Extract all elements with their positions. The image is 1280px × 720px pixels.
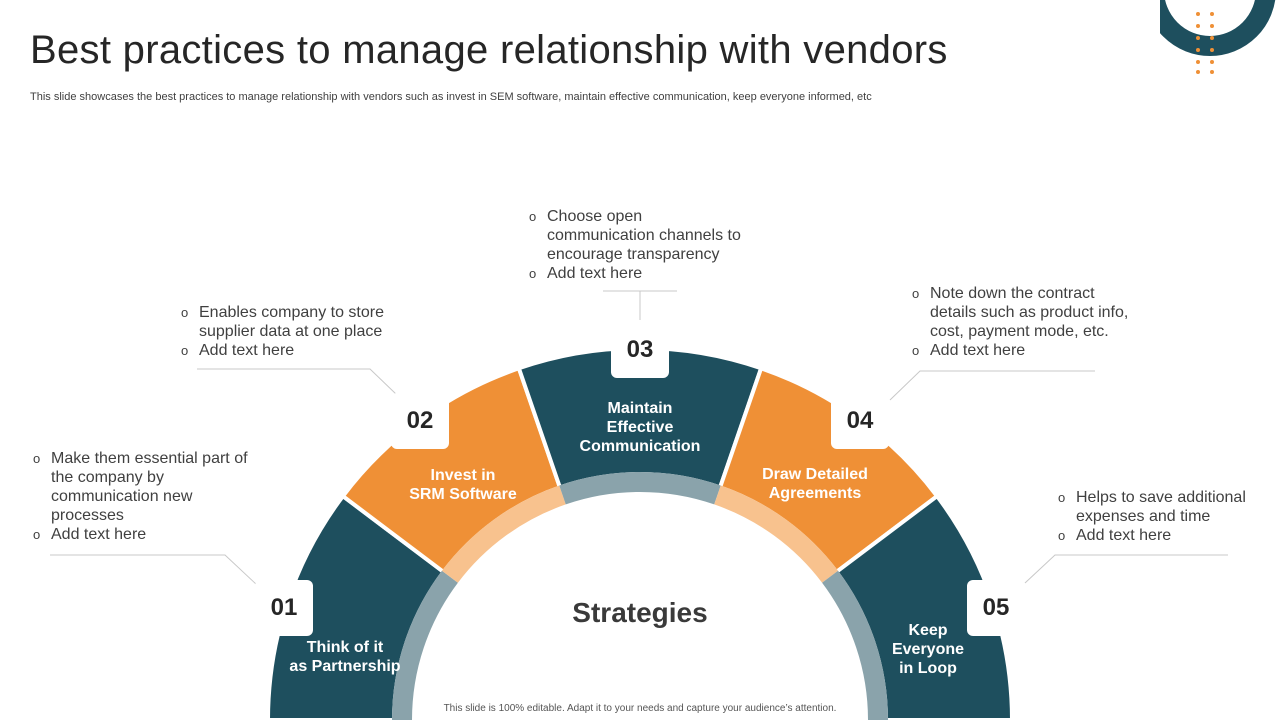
- step-05-note: Helps to save additional expenses and ti…: [1058, 488, 1258, 545]
- step-05-bullet-1: Helps to save additional expenses and ti…: [1058, 488, 1258, 526]
- connector-lines: [50, 290, 1228, 586]
- step-04-number-badge: 04: [831, 393, 889, 449]
- step-03-number-badge: 03: [611, 322, 669, 378]
- step-03-bullet-1: Choose open communication channels to en…: [529, 207, 749, 264]
- step-02-number-badge: 02: [391, 393, 449, 449]
- inner-arc-3: [559, 472, 721, 505]
- page-subtitle: This slide showcases the best practices …: [30, 91, 872, 103]
- inner-arc-4: [714, 485, 839, 583]
- step-02-label: Invest in SRM Software: [409, 467, 517, 503]
- step-03-note: Choose open communication channels to en…: [529, 207, 749, 283]
- inner-arc-1: [392, 570, 458, 720]
- step-04-bullet-2: Add text here: [912, 341, 1137, 360]
- step-01-number-badge: 01: [255, 580, 313, 636]
- step-04-note: Note down the contract details such as p…: [912, 284, 1137, 360]
- step-03-label: Maintain Effective Communication: [579, 400, 701, 455]
- footer-note: This slide is 100% editable. Adapt it to…: [443, 703, 837, 714]
- step-04-bullet-1: Note down the contract details such as p…: [912, 284, 1137, 341]
- step-02-bullet-1: Enables company to store supplier data a…: [181, 303, 401, 341]
- step-01-bullet-2: Add text here: [33, 525, 263, 544]
- step-02-bullet-2: Add text here: [181, 341, 401, 360]
- inner-arcs: [392, 472, 888, 720]
- step-01-note: Make them essential part of the company …: [33, 449, 263, 544]
- step-04-label: Draw Detailed Agreements: [762, 466, 868, 502]
- step-02-note: Enables company to store supplier data a…: [181, 303, 401, 360]
- step-01-bullet-1: Make them essential part of the company …: [33, 449, 263, 525]
- step-05-number-badge: 05: [967, 580, 1025, 636]
- step-05-bullet-2: Add text here: [1058, 526, 1258, 545]
- page-title: Best practices to manage relationship wi…: [30, 28, 948, 72]
- inner-arc-2: [441, 485, 566, 583]
- step-03-bullet-2: Add text here: [529, 264, 749, 283]
- corner-ring-decoration: [1160, 0, 1276, 74]
- inner-arc-5: [822, 570, 888, 720]
- step-05-label: Keep Everyone in Loop: [891, 622, 965, 677]
- step-01-label: Think of it as Partnership: [289, 639, 401, 675]
- center-label: Strategies: [572, 597, 708, 628]
